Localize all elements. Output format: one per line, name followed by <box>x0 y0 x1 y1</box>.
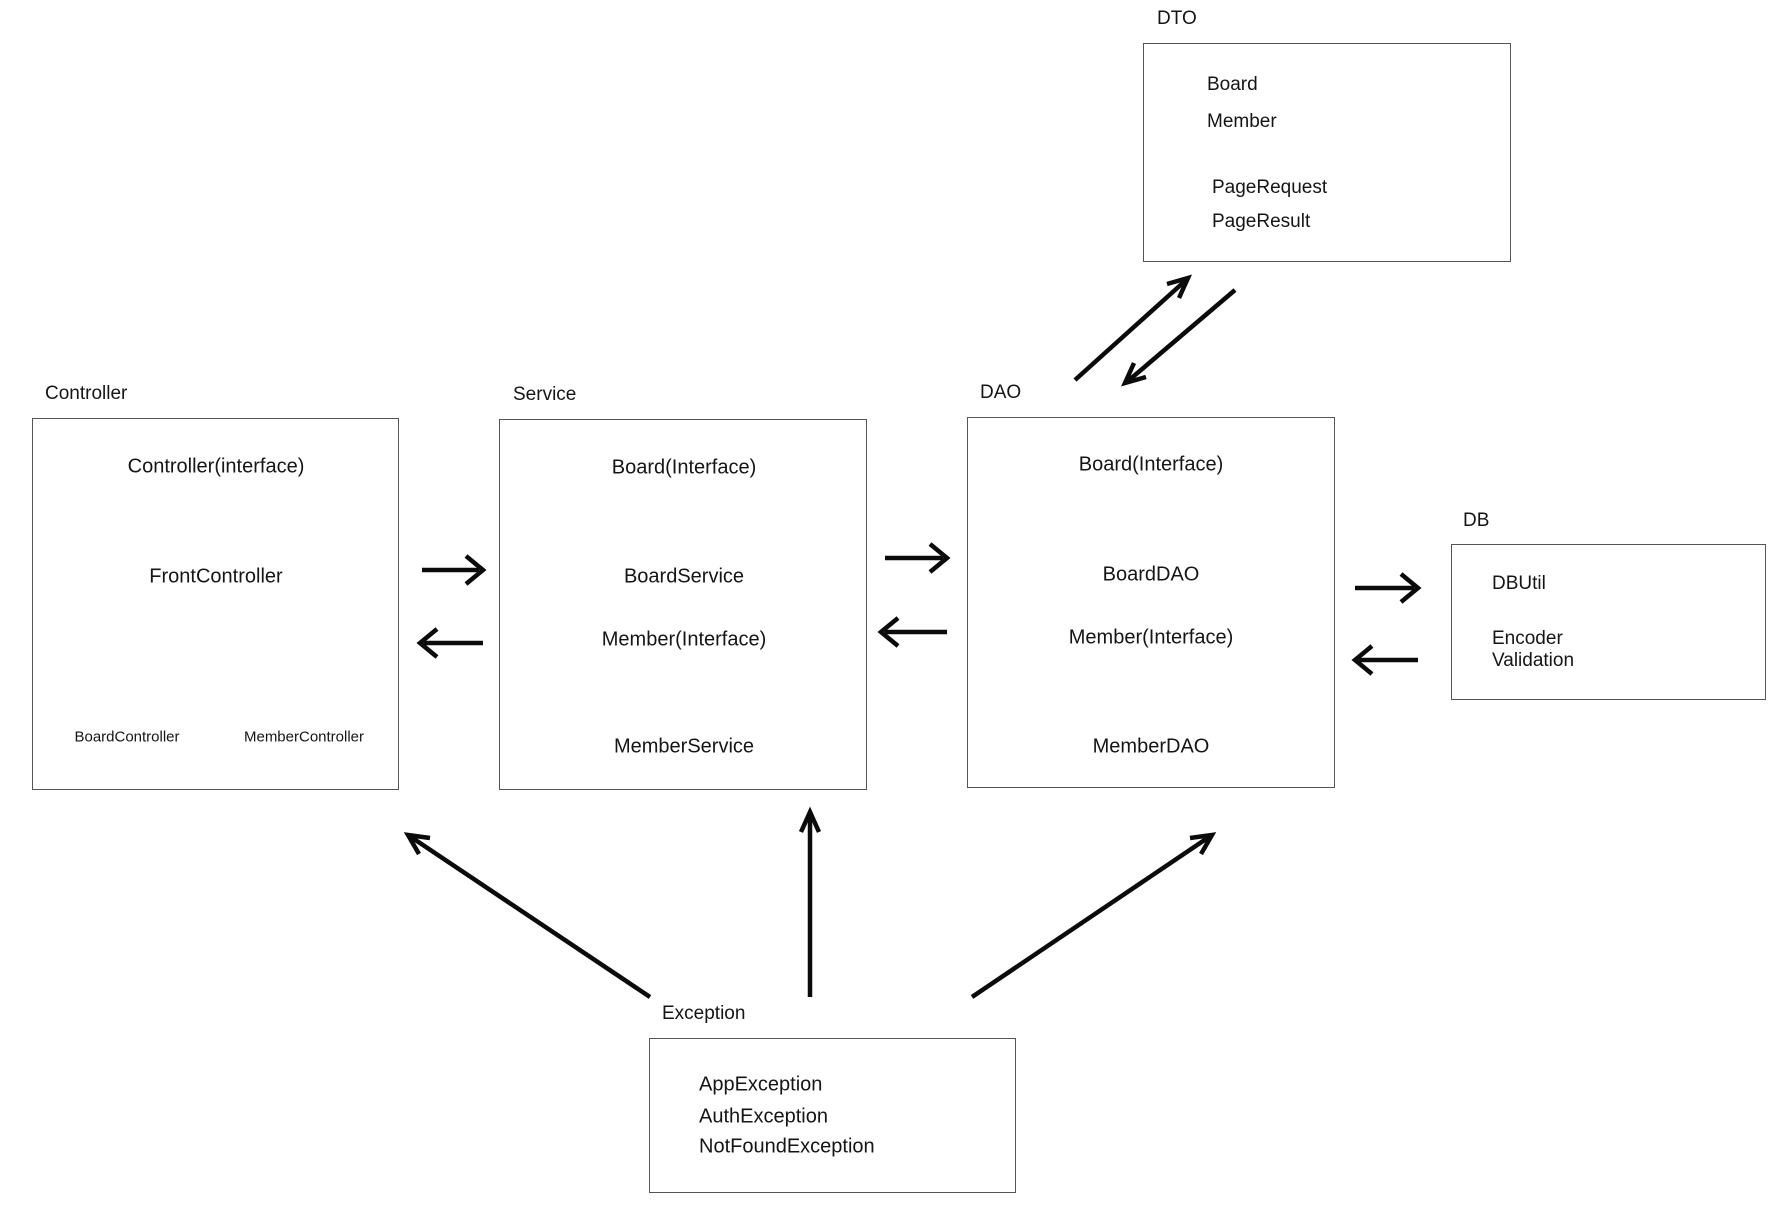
db-encoder-text: Encoder <box>1492 628 1563 649</box>
auth-exception-text: AuthException <box>699 1105 828 1128</box>
dto-member-text: Member <box>1207 111 1277 132</box>
arrow-dao-to-service <box>877 616 947 648</box>
arrow-dao-to-dto <box>1073 274 1193 382</box>
service-board-interface-text: Board(Interface) <box>611 456 757 479</box>
arrow-db-to-dao <box>1351 644 1418 676</box>
db-validation-text: Validation <box>1492 650 1575 671</box>
db-util-text: DBUtil <box>1492 573 1546 594</box>
exception-label: Exception <box>662 1003 746 1024</box>
member-controller-text: MemberController <box>243 728 365 746</box>
dto-label: DTO <box>1157 8 1197 29</box>
dao-box <box>967 417 1335 788</box>
member-dao-text: MemberDAO <box>1092 735 1210 758</box>
dao-board-interface-text: Board(Interface) <box>1078 453 1224 476</box>
notfound-exception-text: NotFoundException <box>699 1135 875 1158</box>
front-controller-text: FrontController <box>149 565 283 588</box>
member-service-text: MemberService <box>613 735 755 758</box>
service-member-interface-text: Member(Interface) <box>601 628 767 651</box>
arrow-exception-to-dao <box>970 832 1217 999</box>
controller-box <box>32 418 399 790</box>
arrow-dto-to-dao <box>1120 288 1237 387</box>
dao-label: DAO <box>980 382 1022 403</box>
arrow-exception-to-service <box>798 806 822 997</box>
exception-box <box>649 1038 1016 1193</box>
service-label: Service <box>513 384 577 405</box>
arrow-controller-to-service <box>422 554 487 586</box>
db-label: DB <box>1463 510 1490 531</box>
controller-interface-text: Controller(interface) <box>127 455 305 478</box>
app-exception-text: AppException <box>699 1073 823 1096</box>
dto-pagerequest-text: PageRequest <box>1212 177 1328 198</box>
arrow-dao-to-db <box>1355 572 1422 604</box>
dto-pageresult-text: PageResult <box>1212 211 1311 232</box>
board-service-text: BoardService <box>623 565 745 588</box>
arrow-exception-to-controller <box>403 832 652 999</box>
arrow-service-to-controller <box>416 627 483 659</box>
board-dao-text: BoardDAO <box>1102 563 1200 586</box>
dto-board-text: Board <box>1207 74 1258 95</box>
db-box <box>1451 544 1766 700</box>
dto-box <box>1143 43 1511 262</box>
arrow-service-to-dao <box>885 542 951 574</box>
dao-member-interface-text: Member(Interface) <box>1068 626 1234 649</box>
service-box <box>499 419 867 790</box>
controller-label: Controller <box>45 383 128 404</box>
board-controller-text: BoardController <box>74 728 180 746</box>
